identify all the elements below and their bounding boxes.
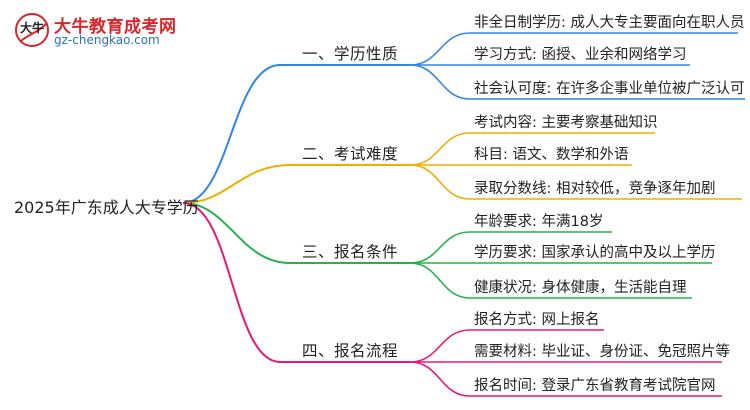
branch-2-label: 二、考试难度 [302, 145, 399, 163]
branch-1-item-2: 学习方式: 函授、业余和网络学习 [474, 47, 687, 63]
branch2-connector-3 [409, 164, 742, 200]
branch-3-item-2: 学历要求: 国家承认的高中及以上学历 [474, 245, 716, 261]
logo-mark-icon: 大牛 [15, 13, 49, 47]
branch-4-item-2: 需要材料: 毕业证、身份证、免冠照片等 [474, 344, 730, 360]
branch1-connector-3 [409, 64, 745, 100]
branch3-connector-3 [409, 262, 692, 299]
root-connector-3 [182, 202, 410, 264]
logo-title: 大牛教育成考网 [54, 17, 177, 37]
branch3-connector-1 [409, 231, 612, 264]
branch-1-label: 一、学历性质 [302, 45, 399, 63]
root-node-label: 2025年广东成人大专学历 [14, 198, 199, 217]
branch-2-item-2: 科目: 语文、数学和外语 [474, 147, 629, 163]
branch-3-label: 三、报名条件 [302, 243, 399, 261]
branch-4-item-1: 报名方式: 网上报名 [474, 312, 600, 328]
root-connector-4 [182, 202, 410, 363]
branch-3-item-3: 健康状况: 身体健康，生活能自理 [474, 280, 687, 296]
root-connector-2 [182, 164, 410, 204]
branch-1-item-1: 非全日制学历: 成人大专主要面向在职人员 [474, 15, 745, 31]
site-logo[interactable]: 大牛 大牛教育成考网 gz-chengkao.com [14, 10, 224, 52]
root-connector-1 [182, 64, 410, 204]
logo-url[interactable]: gz-chengkao.com [54, 33, 160, 47]
branch-4-item-3: 报名时间: 登录广东省教育考试院官网 [474, 378, 716, 394]
branch1-connector-1 [409, 32, 738, 66]
branch-2-item-1: 考试内容: 主要考察基础知识 [474, 115, 658, 131]
branch-1-item-3: 社会认可度: 在许多企事业单位被广泛认可 [474, 81, 745, 97]
branch4-connector-1 [409, 329, 604, 363]
logo-mark-text: 大牛 [20, 20, 44, 35]
branch-2-item-3: 录取分数线: 相对较低，竞争逐年加剧 [474, 181, 716, 197]
branch-3-item-1: 年龄要求: 年满18岁 [474, 214, 604, 230]
branch2-connector-1 [409, 132, 655, 166]
branch4-connector-3 [409, 361, 722, 397]
branch-4-label: 四、报名流程 [302, 342, 399, 360]
